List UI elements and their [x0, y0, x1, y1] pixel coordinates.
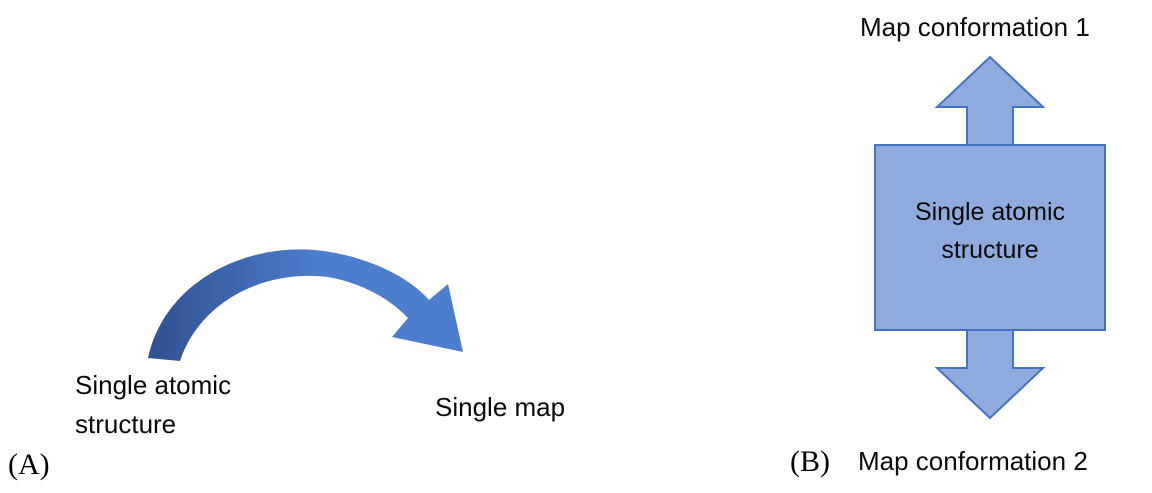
- structure-box: [874, 144, 1106, 331]
- panel-b-label: (B): [790, 445, 830, 478]
- map-conformation-2-label: Map conformation 2: [858, 446, 1088, 476]
- curved-arrow-path: [148, 249, 463, 361]
- single-atomic-structure-label-a: Single atomic structure: [75, 370, 232, 439]
- up-arrow-icon: [934, 55, 1046, 153]
- single-atomic-structure-label-b: Single atomic structure: [914, 198, 1066, 264]
- double-arrow-box-shape: [874, 55, 1106, 420]
- single-map-label: Single map: [435, 392, 566, 422]
- panel-a-label: (A): [8, 448, 50, 481]
- map-conformation-1-label: Map conformation 1: [860, 12, 1090, 42]
- curved-arrow-icon: [148, 249, 463, 361]
- down-arrow-icon: [934, 322, 1046, 420]
